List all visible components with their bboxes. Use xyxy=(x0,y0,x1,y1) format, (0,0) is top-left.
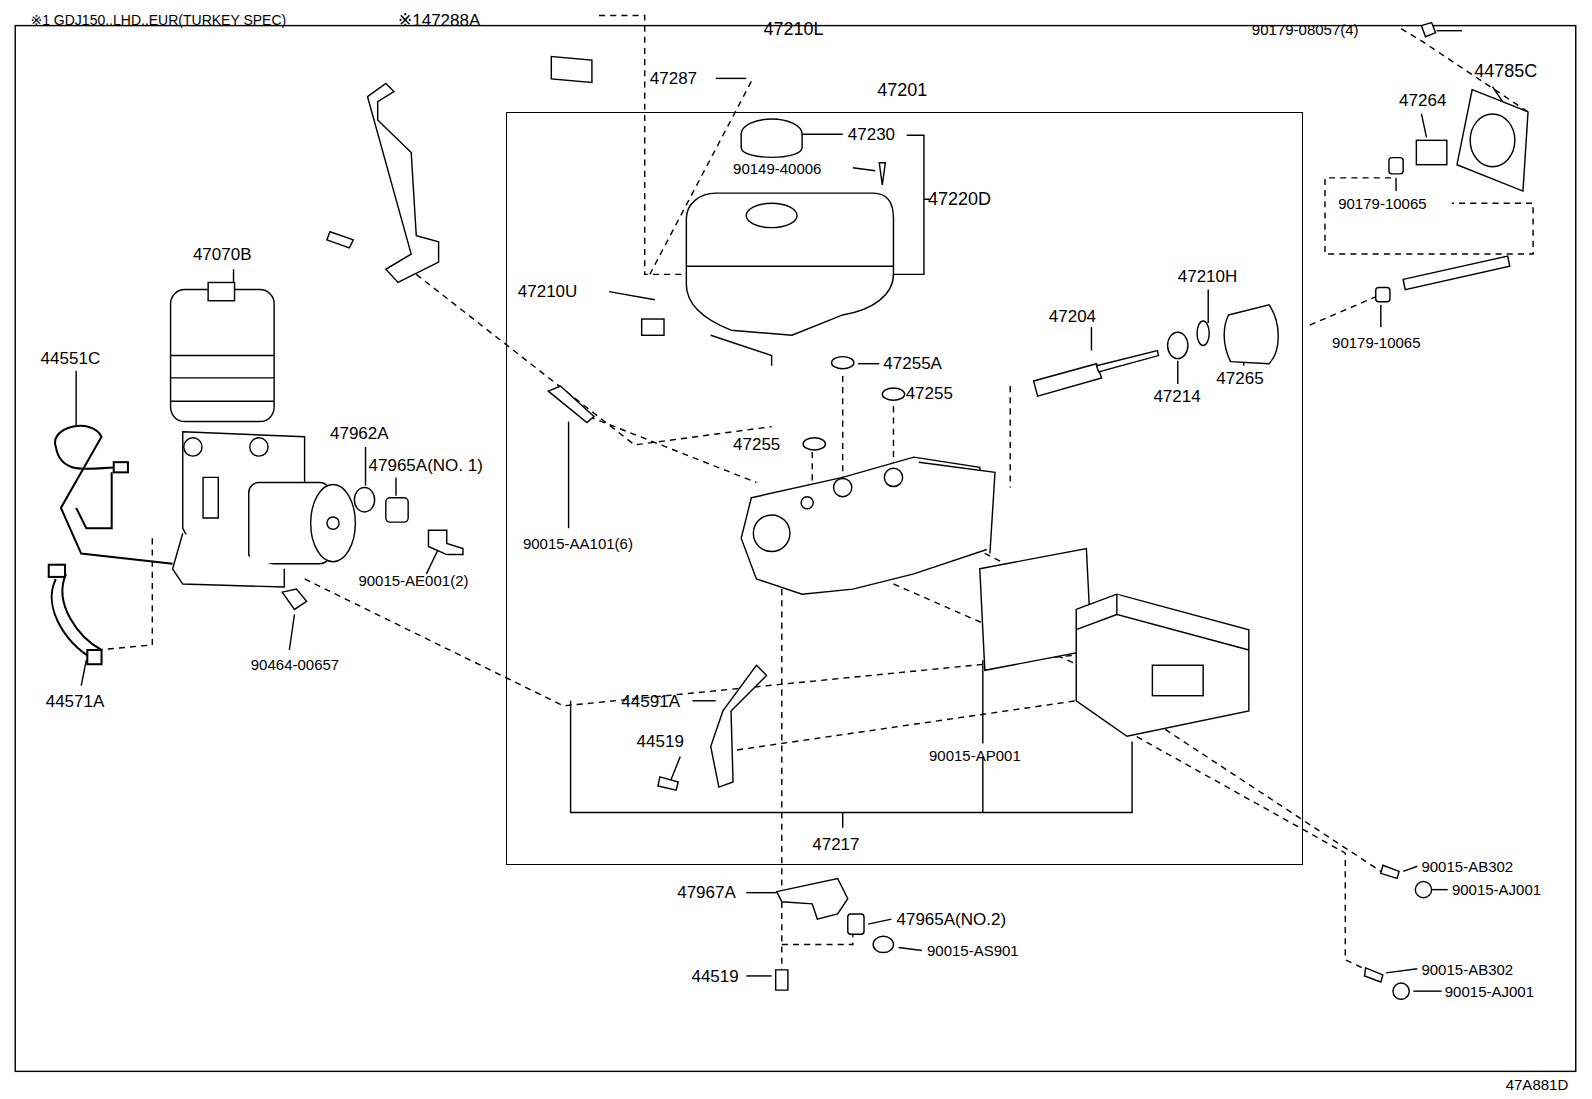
callout-number: 90179-10065 xyxy=(1338,196,1426,211)
callout-number: 47287 xyxy=(650,70,697,87)
callout-number: 90179-10065 xyxy=(1332,335,1420,350)
callout-number: 90015-AE001(2) xyxy=(358,572,468,587)
callout-number: 47265 xyxy=(1216,369,1263,386)
bracket xyxy=(777,878,848,919)
nut xyxy=(873,936,893,952)
callout-number: 44551C xyxy=(41,350,101,367)
reservoir xyxy=(642,119,894,366)
bracket xyxy=(711,665,767,787)
callout-number: 44591A xyxy=(621,692,680,709)
part-number: 47201 xyxy=(877,81,927,99)
callout-number: 47217 xyxy=(812,835,859,852)
callout-number: 90015-AA101(6) xyxy=(523,536,633,551)
callout-number: 90015-AJ001 xyxy=(1452,882,1541,897)
gasket-plate xyxy=(980,548,1092,670)
callout-number: 47255A xyxy=(883,355,942,372)
frame xyxy=(15,26,1576,1072)
bolt xyxy=(776,970,788,990)
callout-number: 47255 xyxy=(733,435,780,452)
dashed-guides xyxy=(96,15,1533,974)
callout-number: 47967A xyxy=(677,884,736,901)
callout-number: 47204 xyxy=(1049,307,1096,324)
callout-number: 47962A xyxy=(330,424,389,441)
small-parts xyxy=(282,488,463,610)
callout-number: 90015-AS901 xyxy=(927,943,1019,958)
callout-number: 90149-40006 xyxy=(733,160,821,175)
callout-number: 47214 xyxy=(1153,387,1200,404)
callout-number: 44785C xyxy=(1474,62,1537,80)
control-unit xyxy=(1076,594,1249,736)
callout-number: 47965A(NO. 1) xyxy=(369,457,483,474)
callout-number: 90015-AB302 xyxy=(1421,961,1513,976)
accumulator xyxy=(171,282,275,421)
callout-number: 90015-AJ001 xyxy=(1445,983,1534,998)
bolt xyxy=(658,777,678,790)
callout-number: 90015-AP001 xyxy=(929,748,1021,763)
callout-number: 90179-08057(4) xyxy=(1252,22,1359,37)
callout-number: 44571A xyxy=(46,692,105,709)
callout-number: 47210L xyxy=(764,20,824,38)
hoses xyxy=(49,426,173,664)
callout-number: 44519 xyxy=(637,733,684,750)
rod-parts xyxy=(1034,305,1279,396)
bolt xyxy=(327,232,353,248)
modulator-body xyxy=(741,457,995,594)
callout-number: 47220D xyxy=(928,190,991,208)
pump-motor xyxy=(173,432,356,587)
label-plate xyxy=(551,57,592,83)
callout-number: 47210H xyxy=(1178,268,1238,285)
callout-number: 90015-AB302 xyxy=(1421,859,1513,874)
callout-number: 47264 xyxy=(1399,91,1446,108)
callout-number: 44519 xyxy=(691,967,738,984)
callout-number: 47255 xyxy=(906,384,953,401)
bracket xyxy=(368,83,439,282)
callout-number: 47070B xyxy=(193,245,252,262)
callout-number: 47965A(NO.2) xyxy=(897,910,1007,927)
group-bracket xyxy=(571,701,1132,828)
bolt xyxy=(548,386,594,423)
callout-number: 47230 xyxy=(848,126,895,143)
callout-number: ※1 GDJ150..LHD..EUR(TURKEY SPEC) xyxy=(30,13,286,27)
callout-number: 47210U xyxy=(518,283,578,300)
group-bracket xyxy=(893,135,930,274)
callout-number: 90464-00657 xyxy=(251,657,339,672)
group-box: 47201 xyxy=(506,112,1303,865)
callout-number: ※147288A xyxy=(398,12,480,29)
leader-lines xyxy=(76,31,1503,991)
callout-number: 47A881D xyxy=(1506,1077,1569,1092)
bushing xyxy=(848,914,864,934)
fasteners xyxy=(1365,865,1432,999)
